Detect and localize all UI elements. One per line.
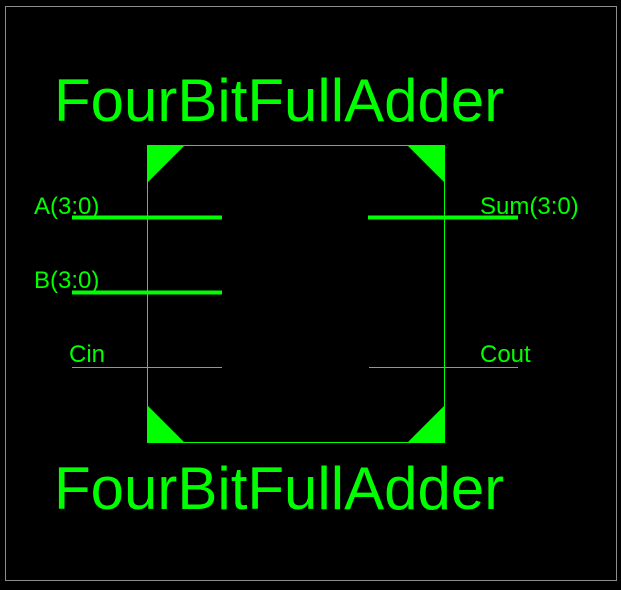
port-sum-label: Sum(3:0) xyxy=(480,193,579,220)
symbol-body[interactable] xyxy=(147,145,445,443)
port-b[interactable]: B(3:0) xyxy=(34,267,222,295)
port-cout-label: Cout xyxy=(480,341,531,368)
corner-marker-bottom-right xyxy=(408,406,444,442)
port-sum[interactable]: Sum(3:0) xyxy=(368,193,579,220)
port-cout[interactable]: Cout xyxy=(369,341,531,368)
port-b-label: B(3:0) xyxy=(34,267,99,294)
port-a[interactable]: A(3:0) xyxy=(34,193,222,220)
port-a-label: A(3:0) xyxy=(34,193,99,220)
corner-marker-bottom-left xyxy=(148,406,184,442)
corner-marker-top-right xyxy=(408,146,444,182)
symbol-name-bottom: FourBitFullAdder xyxy=(54,455,504,522)
corner-marker-top-left xyxy=(148,146,184,182)
page-frame xyxy=(5,6,617,581)
port-cin-label: Cin xyxy=(69,341,105,368)
symbol-name-top: FourBitFullAdder xyxy=(54,67,504,134)
port-cin[interactable]: Cin xyxy=(69,341,222,368)
